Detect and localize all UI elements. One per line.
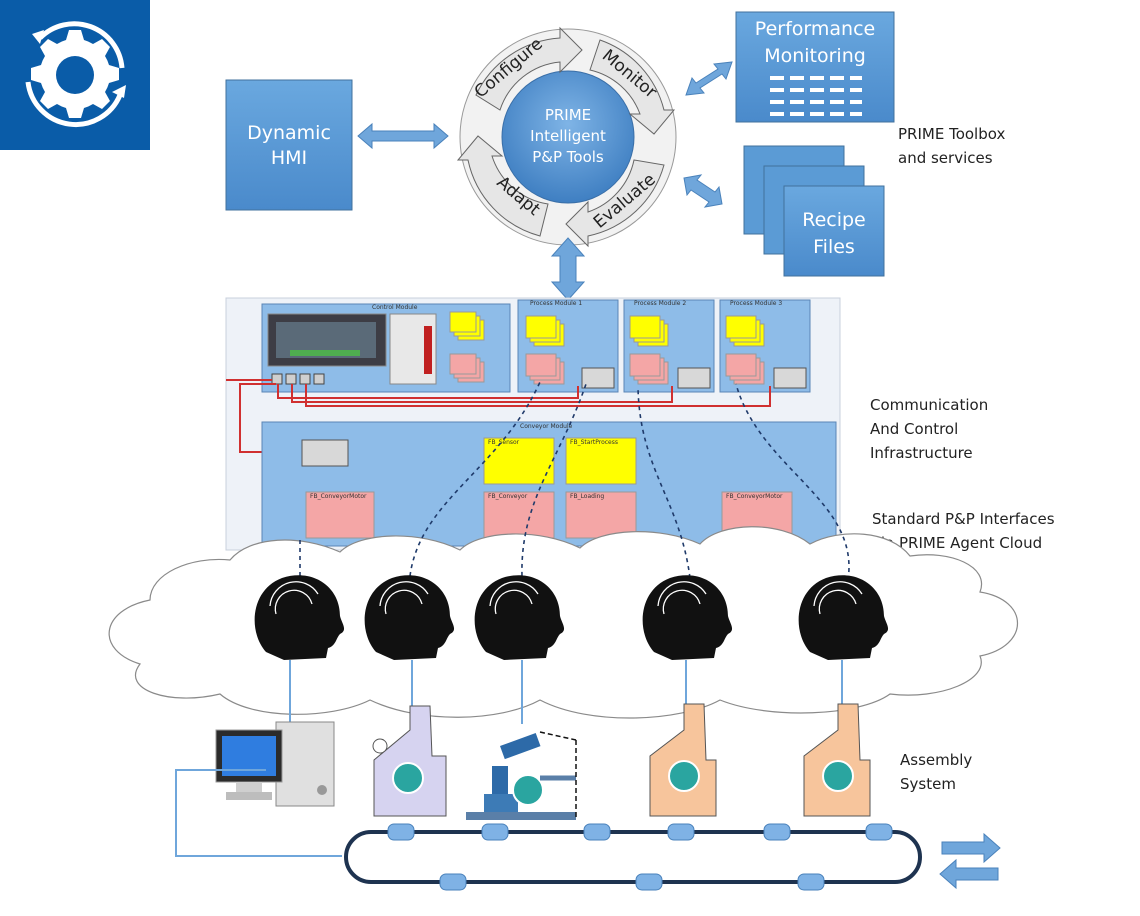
agent-head-3 (474, 575, 565, 660)
hmi-cycle-arrow (357, 122, 449, 150)
agent-links (299, 381, 850, 581)
interfaces-label-line1: Standard P&P Interfaces (872, 510, 1055, 528)
svg-text:FB_StartProcess: FB_StartProcess (570, 439, 618, 446)
hmi-label-line2: HMI (271, 147, 307, 169)
agent-head-4 (642, 575, 733, 660)
station-3 (803, 703, 871, 817)
station-2 (649, 703, 717, 817)
toolbox-label-line1: PRIME Toolbox (898, 125, 1005, 143)
process-module-1: Process Module 1 (517, 299, 619, 393)
cycle-center-line1: PRIME (545, 106, 591, 124)
performance-label-line1: Performance (755, 18, 875, 40)
svg-text:FB_ConveyorMotor: FB_ConveyorMotor (726, 493, 783, 500)
conveyor-module-title: Conveyor Module (520, 423, 573, 430)
recipe-label-line2: Files (813, 236, 855, 258)
performance-monitoring-box: Performance Monitoring (735, 11, 895, 123)
process-module-3: Process Module 3 (719, 299, 811, 393)
cycle-recipe-arrow (683, 174, 723, 208)
recipe-files-stack: Recipe Files (743, 145, 885, 277)
process-module-2: Process Module 2 (623, 299, 715, 393)
control-module-title: Control Module (372, 304, 418, 311)
logo (0, 0, 150, 150)
agent-heads (254, 575, 889, 660)
toolbox-label-line2: and services (898, 149, 993, 167)
cycle-center-line3: P&P Tools (532, 148, 604, 166)
dynamic-hmi-box: Dynamic HMI (225, 79, 353, 211)
recipe-label-line1: Recipe (802, 209, 866, 231)
interfaces-label-line2: via PRIME Agent Cloud (872, 534, 1042, 552)
svg-text:FB_Sensor: FB_Sensor (488, 439, 520, 446)
assembly-label-line2: System (900, 775, 956, 793)
prime-cycle: PRIME Intelligent P&P Tools Configure Mo… (456, 26, 677, 248)
cycle-center-line2: Intelligent (530, 127, 606, 145)
svg-text:Process Module 3: Process Module 3 (730, 300, 782, 307)
communication-label-line3: Infrastructure (870, 444, 973, 462)
agent-head-2 (364, 575, 455, 660)
cycle-performance-arrow (685, 61, 733, 96)
svg-text:FB_Conveyor: FB_Conveyor (488, 493, 528, 500)
infrastructure-panel: Control Module Process Module 1 (225, 297, 841, 551)
conveyor-loop (344, 823, 922, 891)
svg-text:FB_Loading: FB_Loading (570, 493, 604, 500)
communication-label-line2: And Control (870, 420, 958, 438)
agent-cloud (108, 526, 1018, 719)
gear-cycle-icon (25, 21, 126, 128)
agent-head-5 (798, 575, 889, 660)
svg-text:FB_ConveyorMotor: FB_ConveyorMotor (310, 493, 367, 500)
communication-label-line1: Communication (870, 396, 988, 414)
hmi-label-line1: Dynamic (247, 122, 331, 144)
performance-label-line2: Monitoring (764, 45, 866, 67)
robot-arm-icon (466, 731, 577, 820)
cycle-infrastructure-arrow (550, 237, 586, 301)
agent-head-1 (254, 575, 345, 660)
assembly-label-line1: Assembly (900, 751, 972, 769)
computer-icon (215, 721, 335, 807)
station-1 (372, 705, 447, 817)
svg-text:Process Module 2: Process Module 2 (634, 300, 686, 307)
flow-arrows (939, 832, 1001, 890)
svg-text:Process Module 1: Process Module 1 (530, 300, 582, 307)
